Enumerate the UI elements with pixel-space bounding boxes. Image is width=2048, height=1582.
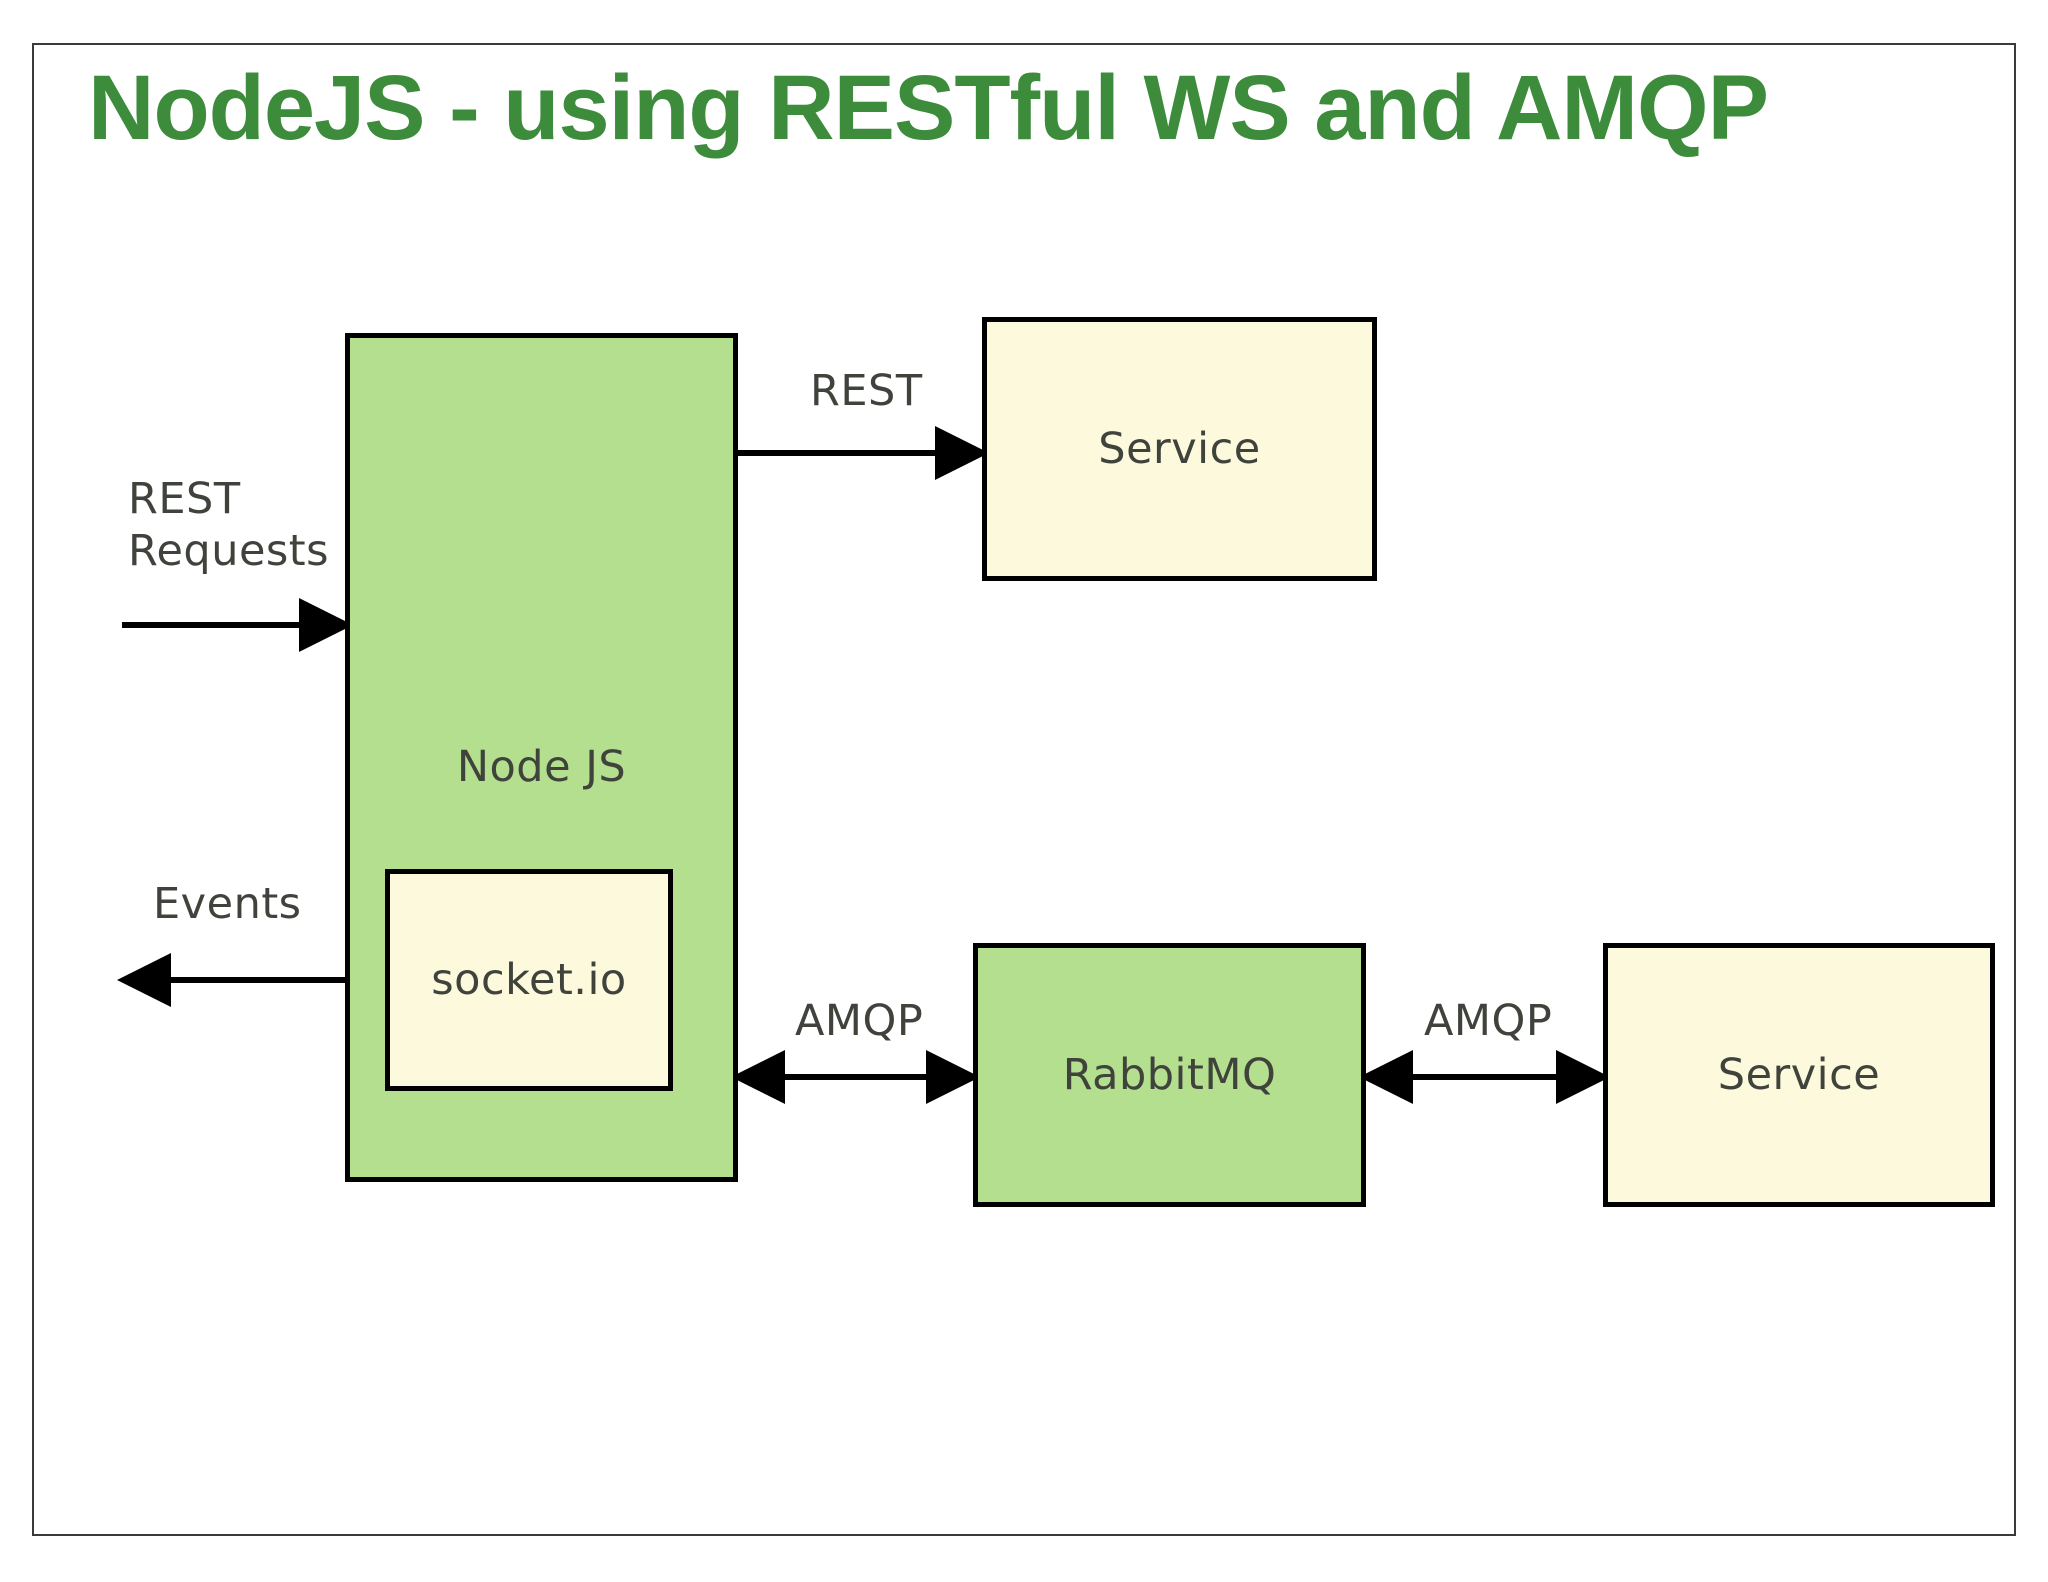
edge-label-rest: REST — [810, 366, 923, 416]
node-label-rabbitmq: RabbitMQ — [1062, 1050, 1277, 1100]
edge-label-amqp-rabbitmq-service: AMQP — [1424, 996, 1553, 1046]
node-label-node-js: Node JS — [456, 742, 627, 792]
node-label-service-rest: Service — [1098, 424, 1261, 474]
edge-label-events: Events — [153, 879, 302, 929]
node-label-service-amqp: Service — [1717, 1050, 1881, 1100]
slide-frame — [32, 43, 2016, 1536]
node-box-rabbitmq[interactable]: RabbitMQ — [973, 943, 1366, 1207]
node-box-service-amqp[interactable]: Service — [1603, 943, 1995, 1207]
node-box-service-rest[interactable]: Service — [982, 317, 1377, 581]
page-title: NodeJS - using RESTful WS and AMQP — [88, 57, 1769, 159]
edge-label-rest-requests: REST Requests — [128, 474, 330, 576]
node-box-socket-io[interactable]: socket.io — [385, 869, 673, 1091]
edge-label-amqp-node-rabbitmq: AMQP — [795, 996, 924, 1046]
node-label-socket-io: socket.io — [431, 955, 627, 1005]
